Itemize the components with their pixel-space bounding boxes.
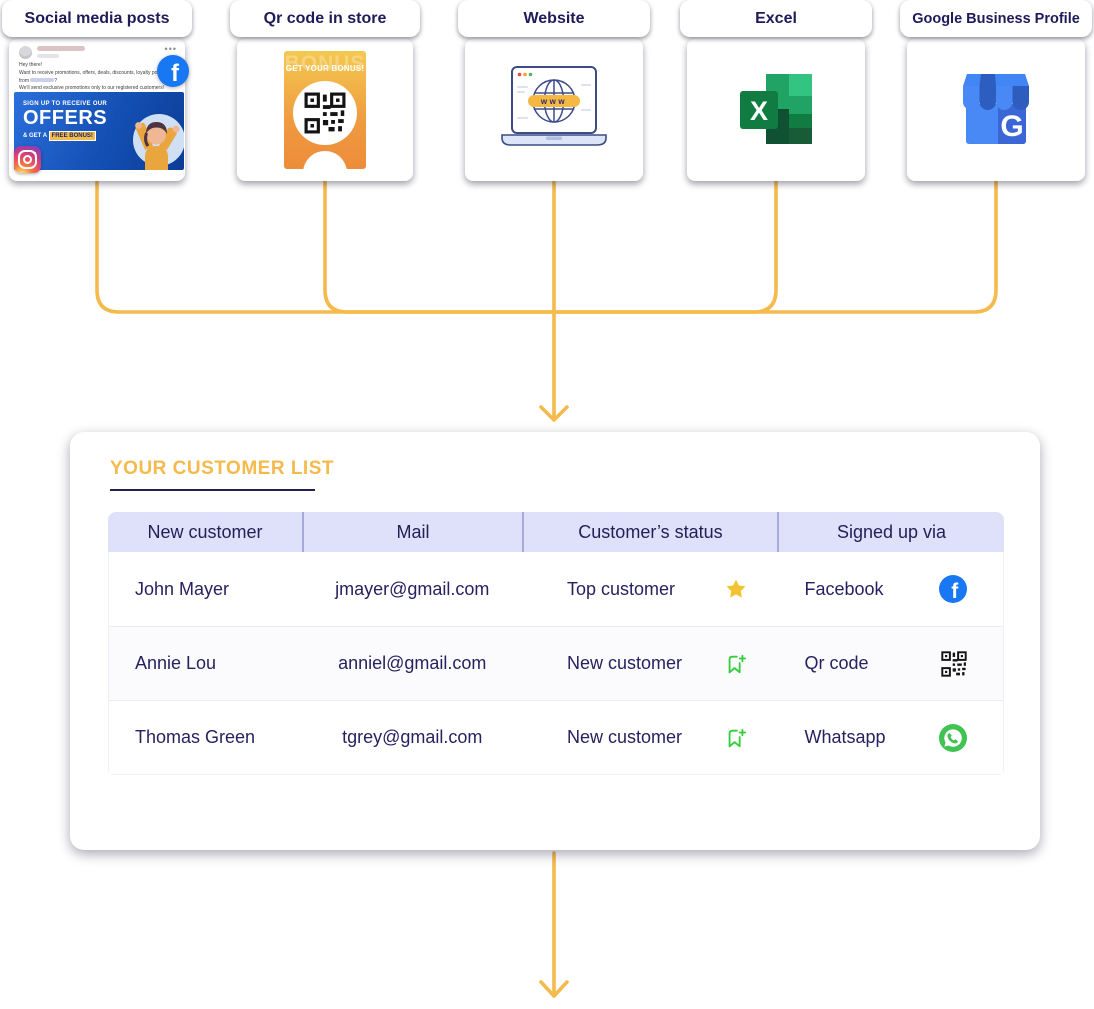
banner-kicker: SIGN UP TO RECEIVE OUR xyxy=(23,101,108,107)
facebook-icon: f xyxy=(939,575,967,603)
card-title: Google Business Profile xyxy=(900,0,1092,37)
customer-status: New customer xyxy=(566,653,682,673)
laptop-globe-icon: www xyxy=(501,66,607,146)
website-preview: www xyxy=(465,39,643,181)
svg-text:X: X xyxy=(750,96,768,126)
signup-channel: Whatsapp xyxy=(804,727,886,747)
customer-list-panel: YOUR CUSTOMER LIST New customer Mail Cus… xyxy=(70,432,1040,850)
customer-name: Thomas Green xyxy=(135,727,256,747)
card-qr-code-in-store: Qr code in store BONUS GET YOUR BONUS! xyxy=(230,0,420,181)
post-header: ••• xyxy=(9,39,185,61)
card-excel: Excel X xyxy=(680,0,872,181)
post-timestamp-bar xyxy=(37,54,59,58)
header-signed-up-via: Signed up via xyxy=(777,512,1004,552)
redacted-brand xyxy=(30,78,55,83)
card-google-business-profile: Google Business Profile G xyxy=(900,0,1092,181)
card-title: Excel xyxy=(680,0,872,37)
facebook-icon: f xyxy=(157,55,189,87)
bonus-flyer: BONUS GET YOUR BONUS! xyxy=(284,51,366,169)
customer-mail: jmayer@gmail.com xyxy=(335,578,490,599)
flyer-headline: GET YOUR BONUS! xyxy=(285,64,365,73)
panel-title: YOUR CUSTOMER LIST xyxy=(110,458,334,479)
customer-table: New customer Mail Customer’s status Sign… xyxy=(108,512,1004,775)
header-customer-status: Customer’s status xyxy=(522,512,777,552)
customer-name: John Mayer xyxy=(135,578,230,599)
redacted-username xyxy=(37,46,85,51)
facebook-post-mock: ••• Hey there! Want to receive promotion… xyxy=(9,39,189,181)
gbp-preview: G xyxy=(907,39,1085,181)
qr-code-icon xyxy=(941,650,967,677)
svg-text:f: f xyxy=(171,60,180,87)
google-business-icon: G xyxy=(963,74,1029,144)
post-menu-icon: ••• xyxy=(164,44,177,54)
customer-name: Annie Lou xyxy=(135,653,217,673)
offer-banner: SIGN UP TO RECEIVE OUR OFFERS & GET A FR… xyxy=(14,92,184,170)
card-title: Website xyxy=(458,0,650,37)
flyer-watermark: BONUS xyxy=(284,52,366,75)
post-text: Hey there! Want to receive promotions, o… xyxy=(19,62,166,92)
bookmark-add-icon xyxy=(725,653,747,675)
svg-text:G: G xyxy=(1000,110,1023,143)
header-new-customer: New customer xyxy=(147,521,263,542)
customer-status: New customer xyxy=(566,727,682,747)
excel-icon: X xyxy=(740,74,812,144)
table-header-row: New customer Mail Customer’s status Sign… xyxy=(108,512,1004,552)
excel-preview: X xyxy=(687,39,865,181)
qr-code-icon xyxy=(304,92,346,134)
qr-flyer-preview: BONUS GET YOUR BONUS! xyxy=(237,39,413,181)
signup-channel: Qr code xyxy=(804,653,869,673)
table-row: Thomas Green tgrey@gmail.com New custome… xyxy=(109,700,1003,774)
customer-mail: anniel@gmail.com xyxy=(338,653,487,673)
card-website: Website www xyxy=(458,0,650,181)
table-row: John Mayer jmayer@gmail.com Top customer… xyxy=(109,552,1003,626)
header-mail: Mail xyxy=(302,512,522,552)
pointing-woman-illustration xyxy=(133,114,184,170)
title-underline xyxy=(110,489,315,491)
card-social-media-posts: Social media posts ••• Hey there! Want t… xyxy=(2,0,192,181)
customer-status: Top customer xyxy=(566,578,675,599)
customer-mail: tgrey@gmail.com xyxy=(342,727,483,747)
card-title: Social media posts xyxy=(2,0,192,37)
signup-channel: Facebook xyxy=(804,578,884,599)
whatsapp-icon xyxy=(939,723,967,752)
social-post-preview: ••• Hey there! Want to receive promotion… xyxy=(9,39,189,181)
instagram-icon xyxy=(14,146,41,173)
star-icon xyxy=(725,578,747,600)
svg-text:f: f xyxy=(951,580,959,603)
svg-text:www: www xyxy=(540,97,567,106)
free-bonus-highlight: FREE BONUS! xyxy=(48,131,96,141)
bookmark-add-icon xyxy=(725,727,747,749)
avatar xyxy=(19,46,32,59)
table-row: Annie Lou anniel@gmail.com New customer … xyxy=(109,626,1003,700)
banner-headline: OFFERS xyxy=(23,107,108,129)
card-title: Qr code in store xyxy=(230,0,420,37)
